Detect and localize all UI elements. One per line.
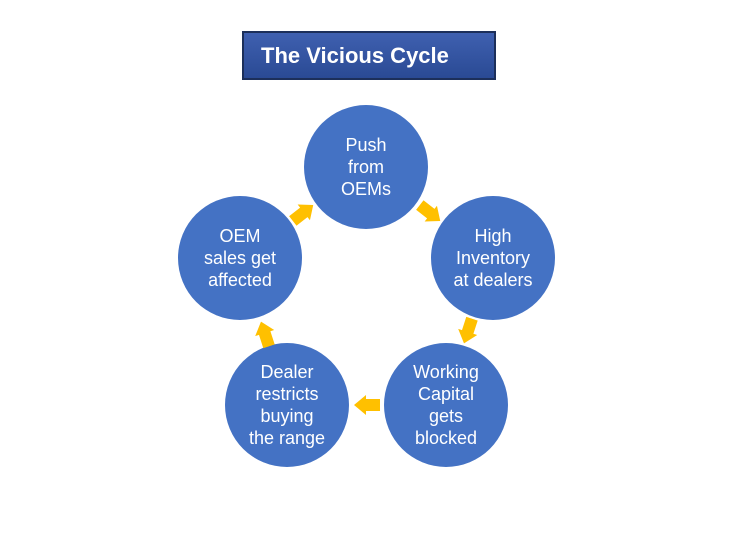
diagram-title: The Vicious Cycle (242, 31, 496, 80)
arrow-sales-to-push (287, 197, 320, 229)
node-oem-sales: OEM sales get affected (178, 196, 302, 320)
title-text: The Vicious Cycle (261, 42, 449, 68)
node-high-inventory: High Inventory at dealers (431, 196, 555, 320)
arrow-capital-to-restrict (354, 395, 380, 415)
node-push-from-oems: Push from OEMs (304, 105, 428, 229)
node-working-capital: Working Capital gets blocked (384, 343, 508, 467)
arrow-push-to-inventory (414, 197, 447, 229)
arrow-inventory-to-capital (454, 316, 481, 347)
node-dealer-restricts: Dealer restricts buying the range (225, 343, 349, 467)
arrow-restrict-to-sales (251, 319, 278, 350)
